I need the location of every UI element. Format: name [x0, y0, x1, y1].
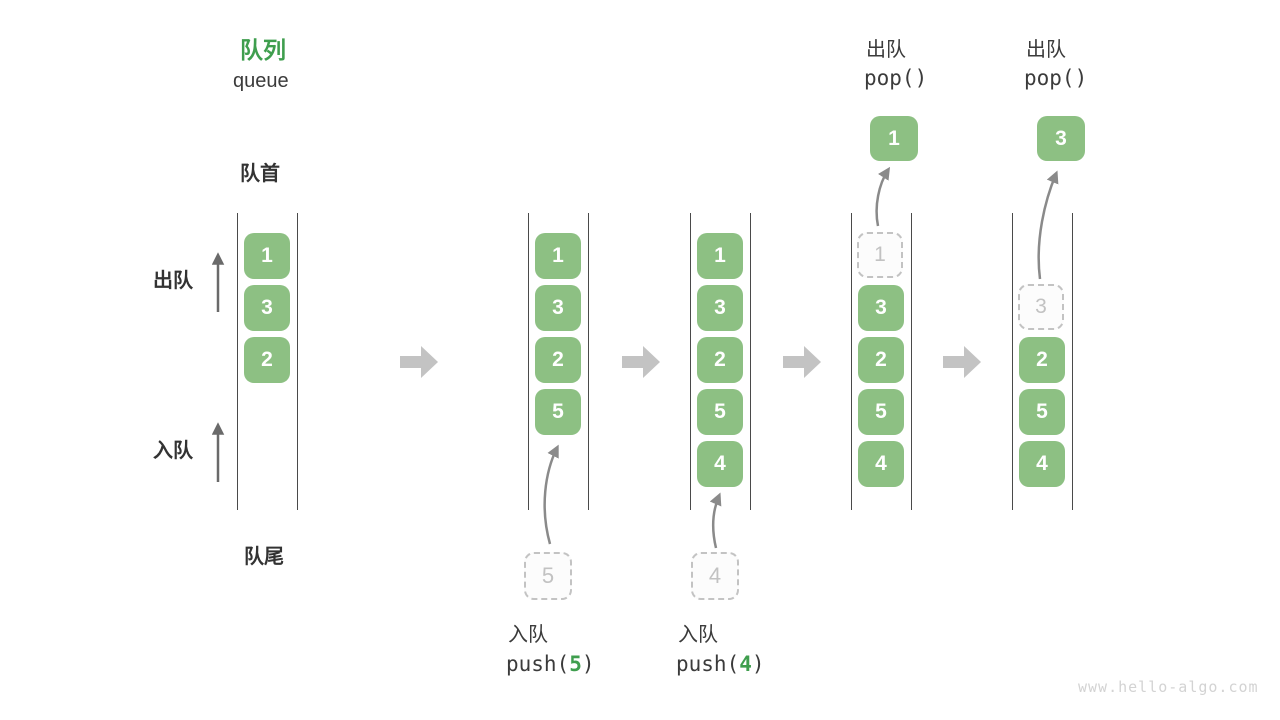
- flow-arrow-icon: [400, 346, 438, 378]
- queue-item: 2: [244, 337, 290, 383]
- queue-item: 5: [697, 389, 743, 435]
- ghost-item: 3: [1018, 284, 1064, 330]
- flow-arrow-icon: [783, 346, 821, 378]
- queue-container-4: [851, 213, 912, 510]
- queue-item: 2: [697, 337, 743, 383]
- queue-item: 1: [697, 233, 743, 279]
- pop1-op-code: pop(): [864, 66, 928, 90]
- queue-rear-label: 队尾: [244, 546, 284, 568]
- queue-item: 3: [858, 285, 904, 331]
- queue-item: 1: [535, 233, 581, 279]
- queue-item: 4: [1019, 441, 1065, 487]
- queue-item: 3: [697, 285, 743, 331]
- queue-container-5: [1012, 213, 1073, 510]
- popped-item: 3: [1037, 116, 1085, 161]
- queue-container-1: [237, 213, 298, 510]
- queue-item: 4: [697, 441, 743, 487]
- queue-item: 2: [1019, 337, 1065, 383]
- enqueue-side-label: 入队: [153, 440, 193, 462]
- pop2-op-name: 出队: [1026, 39, 1066, 61]
- queue-container-3: [690, 213, 751, 510]
- queue-item: 5: [535, 389, 581, 435]
- queue-front-label: 队首: [240, 163, 280, 185]
- push5-op-code: push(5): [506, 652, 595, 676]
- push5-fn: push(: [506, 652, 570, 676]
- push5-close: ): [581, 652, 595, 676]
- staged-item: 4: [691, 552, 739, 600]
- push4-op-code: push(4): [676, 652, 765, 676]
- diagram-title-en: queue: [233, 70, 289, 92]
- dequeue-side-label: 出队: [153, 270, 193, 292]
- queue-item: 1: [244, 233, 290, 279]
- queue-item: 2: [858, 337, 904, 383]
- queue-item: 3: [244, 285, 290, 331]
- queue-container-2: [528, 213, 589, 510]
- ghost-item: 1: [857, 232, 903, 278]
- push5-arg: 5: [569, 652, 582, 676]
- queue-item: 5: [1019, 389, 1065, 435]
- watermark: www.hello-algo.com: [1078, 678, 1259, 696]
- staged-item: 5: [524, 552, 572, 600]
- queue-item: 4: [858, 441, 904, 487]
- diagram-title-zh: 队列: [240, 37, 286, 63]
- flow-arrow-icon: [943, 346, 981, 378]
- queue-item: 5: [858, 389, 904, 435]
- flow-arrow-icon: [622, 346, 660, 378]
- pop1-op-name: 出队: [866, 39, 906, 61]
- queue-item: 2: [535, 337, 581, 383]
- push4-op-name: 入队: [678, 624, 718, 646]
- push4-arg: 4: [739, 652, 752, 676]
- pop2-op-code: pop(): [1024, 66, 1088, 90]
- push4-fn: push(: [676, 652, 740, 676]
- push4-close: ): [751, 652, 765, 676]
- push5-op-name: 入队: [508, 624, 548, 646]
- queue-item: 3: [535, 285, 581, 331]
- popped-item: 1: [870, 116, 918, 161]
